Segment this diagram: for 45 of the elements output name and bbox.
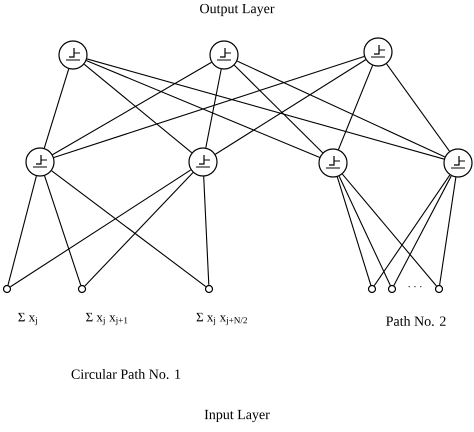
connection-line bbox=[374, 174, 450, 286]
connection-line bbox=[84, 64, 192, 154]
formula-label: Σ x$_{j}$ x$_{j+1}$ bbox=[86, 312, 128, 326]
connection-line bbox=[8, 176, 37, 286]
connection-line bbox=[386, 64, 450, 152]
neuron-circle bbox=[188, 147, 218, 177]
input-node bbox=[78, 284, 86, 294]
connection-line bbox=[44, 176, 82, 286]
path-label: Path No. 2 bbox=[386, 316, 446, 326]
connection-line bbox=[52, 62, 212, 156]
formula-label: Σ x$_{j}$ x$_{j+N/2}$ bbox=[196, 312, 247, 326]
neuron-circle bbox=[443, 148, 473, 178]
connection-line bbox=[215, 59, 366, 155]
connection-line bbox=[338, 176, 391, 286]
connection-line bbox=[54, 56, 364, 158]
connection-line bbox=[336, 176, 372, 286]
connection-line bbox=[10, 169, 192, 288]
neuron-circle bbox=[318, 148, 348, 178]
input-node bbox=[388, 284, 396, 294]
connection-line bbox=[205, 69, 222, 148]
connection-line bbox=[44, 68, 70, 148]
connection-line bbox=[234, 64, 324, 154]
neuron-circle bbox=[25, 147, 55, 177]
layer-label: Output Layer bbox=[200, 4, 274, 16]
connection-line bbox=[237, 60, 445, 158]
connection-line bbox=[51, 170, 206, 287]
ellipsis-dots: · · · bbox=[408, 286, 422, 288]
connection-line bbox=[86, 58, 444, 160]
neuron-circle bbox=[363, 37, 393, 67]
input-node bbox=[434, 284, 444, 294]
neuron-circle bbox=[209, 40, 239, 70]
connection-line bbox=[338, 65, 374, 150]
input-node bbox=[2, 284, 12, 294]
connection-line bbox=[203, 176, 210, 285]
connection-line bbox=[84, 172, 194, 286]
connection-line bbox=[393, 176, 452, 286]
connection-line bbox=[439, 177, 456, 286]
formula-label: Σ x$_{j}$ bbox=[18, 312, 37, 326]
connection-line bbox=[342, 174, 437, 286]
input-node bbox=[368, 284, 376, 294]
path-label: Circular Path No. 1 bbox=[72, 369, 180, 379]
connection-line bbox=[86, 60, 320, 158]
input-node bbox=[204, 284, 214, 294]
neuron-circle bbox=[58, 40, 88, 70]
layer-label: Input Layer bbox=[204, 410, 270, 422]
